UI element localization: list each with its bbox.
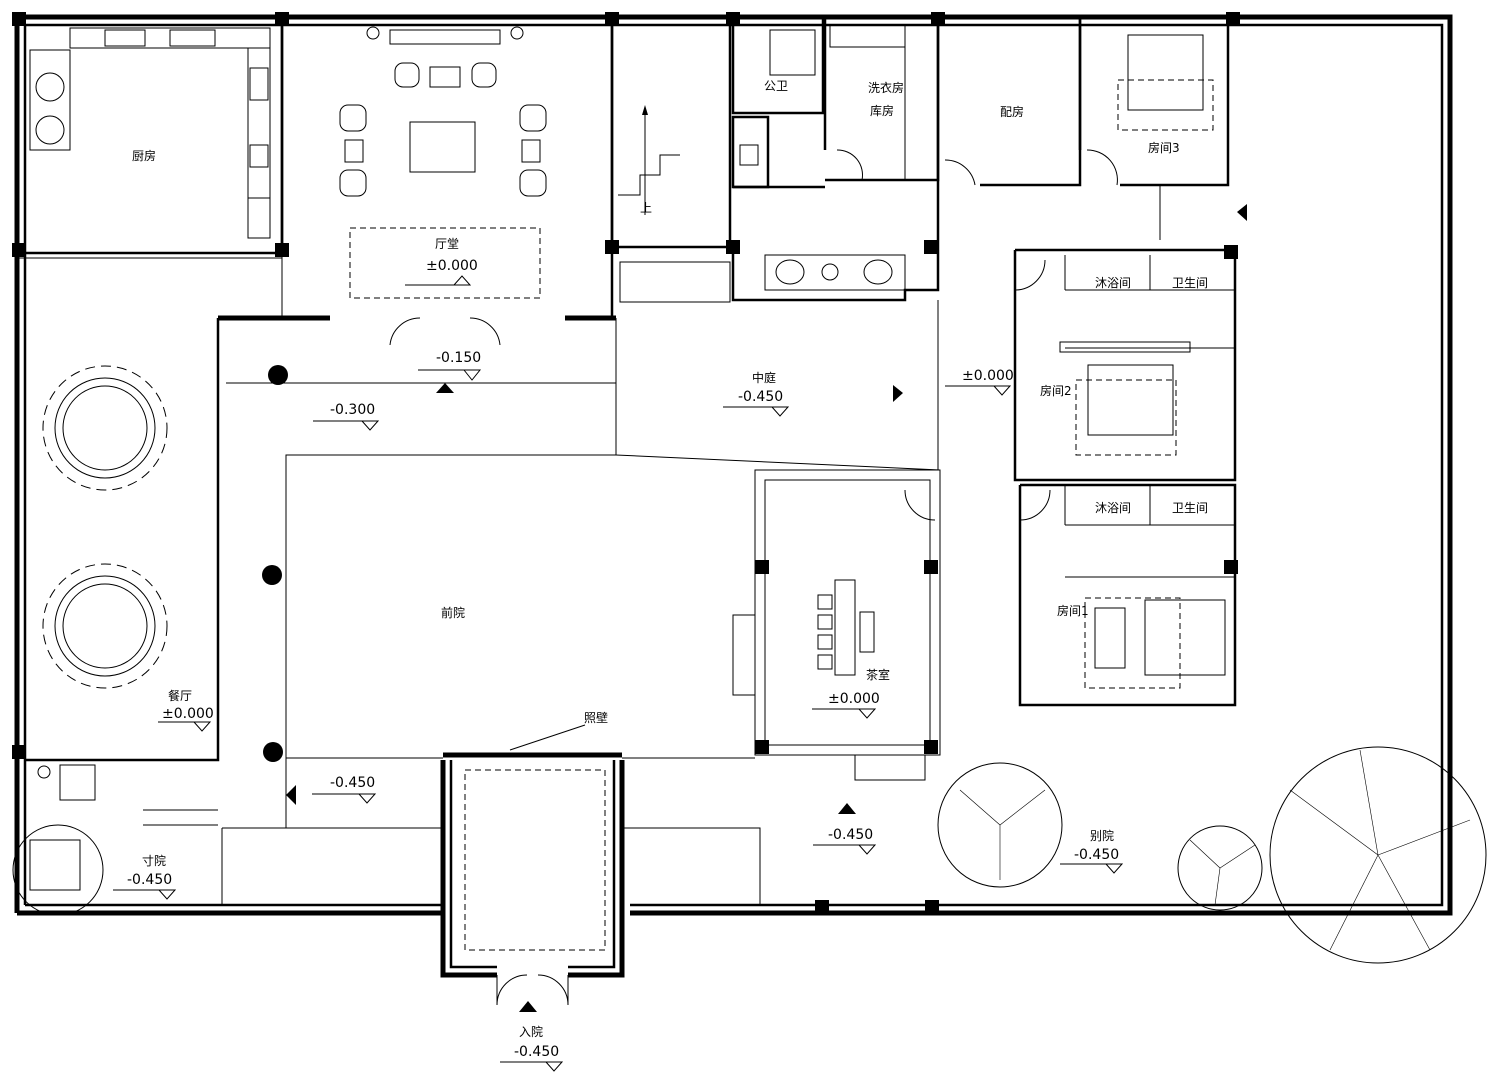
level-tea-room: ±0.000 xyxy=(828,691,880,707)
label-wc-2: 卫生间 xyxy=(1172,276,1208,290)
level-dining: ±0.000 xyxy=(162,706,214,722)
label-screen-wall: 照壁 xyxy=(584,710,608,725)
stair xyxy=(610,15,732,249)
north-corridor xyxy=(619,185,940,303)
kitchen xyxy=(15,15,284,259)
small-yard-features xyxy=(12,764,218,916)
side-yard-trees xyxy=(937,746,1487,964)
label-room3: 房间3 xyxy=(1148,140,1180,155)
tea-room xyxy=(732,469,941,781)
level-hall-door: -0.150 xyxy=(436,350,481,366)
level-corridor: -0.300 xyxy=(330,402,375,418)
hall xyxy=(218,17,616,321)
label-small-yard: 寸院 xyxy=(142,854,166,868)
columns xyxy=(12,12,1240,914)
dining-tables xyxy=(42,365,168,689)
level-small-yard: -0.450 xyxy=(127,872,172,888)
level-east-corridor: ±0.000 xyxy=(962,368,1014,384)
level-side-yard: -0.450 xyxy=(1074,847,1119,863)
north-rooms xyxy=(731,15,1230,240)
label-side-yard: 别院 xyxy=(1090,829,1114,843)
label-shower-1: 沐浴间 xyxy=(1095,501,1131,515)
front-corridor xyxy=(25,300,941,905)
label-stair-up: 上 xyxy=(640,201,652,215)
level-front-yard-s: -0.450 xyxy=(828,827,873,843)
level-marks xyxy=(113,275,1124,1072)
label-shower-2: 沐浴间 xyxy=(1095,276,1131,290)
level-front-yard-sw: -0.450 xyxy=(330,775,375,791)
outer-walls xyxy=(14,14,1453,978)
label-laundry: 洗衣房 xyxy=(868,80,904,95)
label-entry: 入院 xyxy=(519,1025,543,1039)
label-tea-room: 茶室 xyxy=(866,667,890,682)
east-rooms xyxy=(1013,248,1237,707)
level-courtyard-mid: -0.450 xyxy=(738,389,783,405)
level-hall: ±0.000 xyxy=(426,258,478,274)
label-hall: 厅堂 xyxy=(435,237,459,251)
arrows xyxy=(286,204,1247,1012)
label-storage: 库房 xyxy=(870,103,894,118)
label-kitchen: 厨房 xyxy=(132,148,156,163)
label-public-wc: 公卫 xyxy=(764,79,788,93)
label-wc-1: 卫生间 xyxy=(1172,501,1208,515)
level-entry: -0.450 xyxy=(514,1044,559,1060)
label-front-yard: 前院 xyxy=(441,605,465,620)
doors xyxy=(389,149,1118,1006)
label-utility: 配房 xyxy=(1000,104,1024,119)
label-courtyard-mid: 中庭 xyxy=(752,370,776,385)
label-room1: 房间1 xyxy=(1057,603,1089,618)
label-room2: 房间2 xyxy=(1040,383,1072,398)
label-dining: 餐厅 xyxy=(168,688,192,703)
